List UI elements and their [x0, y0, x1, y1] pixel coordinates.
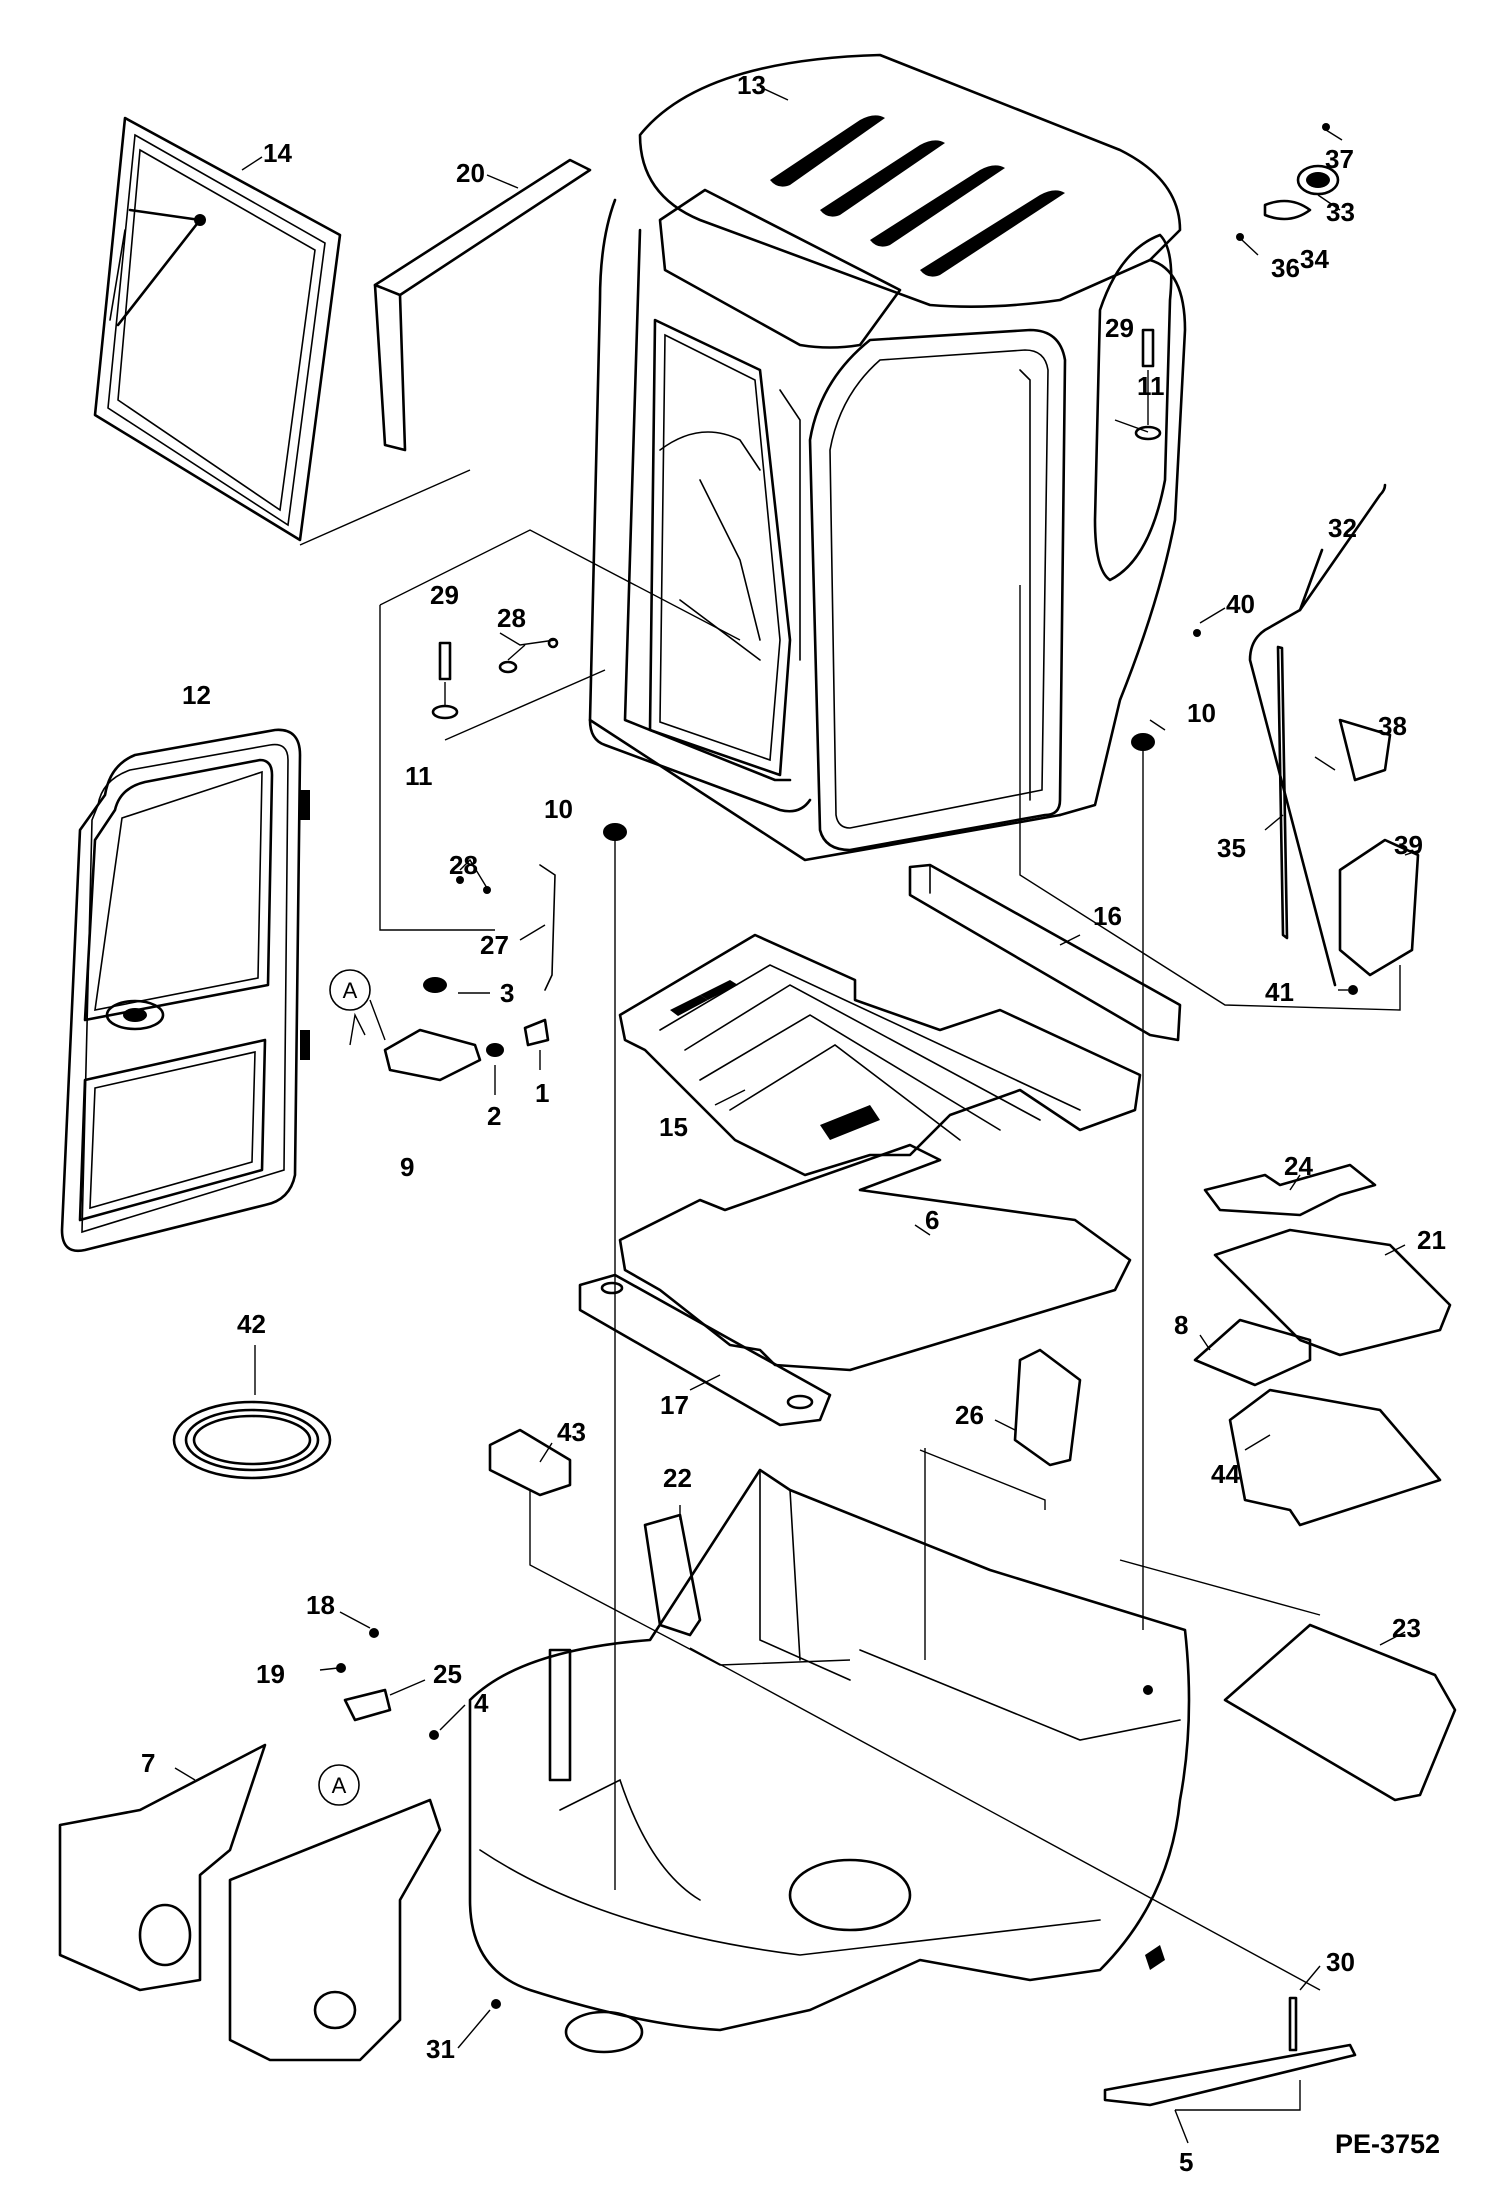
part-label: 41: [1265, 977, 1294, 1007]
part-label: 25: [433, 1659, 462, 1689]
detail-callout-a-top: A: [329, 969, 371, 1011]
part-label: 35: [1217, 833, 1246, 863]
part-label: 13: [737, 70, 766, 100]
part-label: 30: [1326, 1947, 1355, 1977]
part-label: 42: [237, 1309, 266, 1339]
part-number-labels: 13 14 20 37 33 34 36 29 11 32 40 29 28 1…: [141, 70, 1446, 2177]
part-label: 11: [405, 761, 433, 791]
leader-lines: [174, 86, 1421, 2144]
hardware-group-a: [336, 1628, 1357, 2107]
cab-door: [60, 728, 310, 1253]
part-label: 28: [449, 850, 478, 880]
part-label: 7: [141, 1748, 155, 1778]
part-label: 44: [1211, 1459, 1240, 1489]
part-label: 21: [1417, 1225, 1446, 1255]
part-label: 22: [663, 1463, 692, 1493]
part-label: 14: [263, 138, 292, 168]
part-label: 10: [544, 794, 573, 824]
part-label: 12: [182, 680, 211, 710]
part-label: 15: [659, 1112, 688, 1142]
part-label: 11: [1137, 371, 1165, 401]
misc-covers: [488, 1348, 1457, 1802]
weather-strip: [373, 158, 592, 452]
svg-text:A: A: [343, 978, 358, 1003]
part-label: 37: [1325, 144, 1354, 174]
part-label: 17: [660, 1390, 689, 1420]
side-cover: [58, 1743, 442, 2062]
part-label: 10: [1187, 698, 1216, 728]
part-label: 39: [1394, 830, 1423, 860]
part-label: 29: [1105, 313, 1134, 343]
part-label: 38: [1378, 711, 1407, 741]
cab-mount-fasteners: [431, 328, 1201, 841]
part-label: 8: [1174, 1310, 1188, 1340]
detail-callout-a-bottom: A: [318, 1764, 360, 1806]
part-label: 26: [955, 1400, 984, 1430]
part-label: 6: [925, 1205, 939, 1235]
part-label: 5: [1179, 2147, 1193, 2177]
part-label: 34: [1300, 244, 1329, 274]
rear-bar: [578, 1273, 832, 1427]
part-label: 32: [1328, 513, 1357, 543]
part-label: 43: [557, 1417, 586, 1447]
part-label: 20: [456, 158, 485, 188]
part-label: 1: [535, 1078, 549, 1108]
roof-vent-parts: [1236, 123, 1340, 241]
part-label: 24: [1284, 1151, 1313, 1181]
part-label: 9: [400, 1152, 414, 1182]
part-label: 16: [1093, 901, 1122, 931]
part-label: 31: [426, 2034, 455, 2064]
floor-mat: [618, 1143, 1132, 1372]
part-label: 3: [500, 978, 514, 1008]
cab-assembly: [588, 53, 1187, 862]
door-latch-assembly: [383, 864, 556, 1082]
part-label: 19: [256, 1659, 285, 1689]
svg-text:A: A: [332, 1773, 347, 1798]
part-label: 18: [306, 1590, 335, 1620]
floor-support-bar: [908, 863, 1182, 1042]
part-label: 2: [487, 1101, 501, 1131]
part-label: 23: [1392, 1613, 1421, 1643]
part-label: 40: [1226, 589, 1255, 619]
floor-plate: [618, 933, 1142, 1177]
part-label: 28: [497, 603, 526, 633]
door-seal-hose: [172, 1400, 332, 1480]
part-label: 36: [1271, 253, 1300, 283]
side-panels: [1193, 1163, 1452, 1527]
part-label: 29: [430, 580, 459, 610]
part-label: 33: [1326, 197, 1355, 227]
upper-frame: [468, 1468, 1191, 2054]
figure-reference: PE-3752: [1335, 2129, 1440, 2159]
front-window: [93, 116, 342, 542]
part-label: 27: [480, 930, 509, 960]
antenna-and-switch-box: [1248, 483, 1420, 995]
part-label: 4: [474, 1688, 489, 1718]
